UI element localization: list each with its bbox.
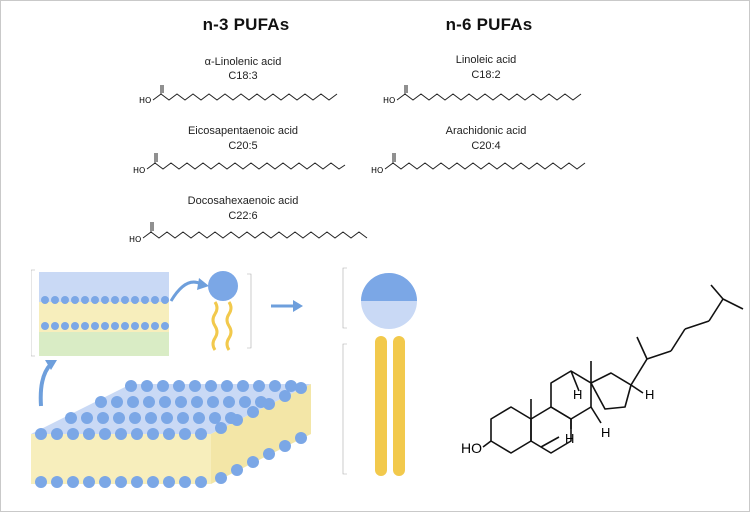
aa-structure: HO	[371, 153, 586, 175]
dha-structure: HO	[129, 222, 368, 244]
phospholipid-detail	[342, 267, 417, 476]
curved-arrow-icon	[38, 362, 53, 407]
cholesterol-h-label-1: H	[573, 387, 582, 402]
la-ho-label: HO	[383, 96, 395, 105]
epa-formula: C20:5	[228, 140, 258, 152]
cholesterol-ho-label: HO	[461, 440, 482, 456]
n3-pufas-heading: n-3 PUFAs	[202, 15, 290, 34]
la-formula: C18:2	[471, 69, 501, 81]
n6-pufas-heading: n-6 PUFAs	[445, 15, 533, 34]
aa-formula: C20:4	[471, 140, 501, 152]
cholesterol-h-label-3: H	[601, 425, 610, 440]
lipid-bilayer-slab	[31, 380, 311, 488]
dha-ho-label: HO	[129, 235, 141, 244]
cholesterol-h-label-4: H	[645, 387, 654, 402]
aa-name: Arachidonic acid	[445, 125, 527, 137]
dha-name: Docosahexaenoic acid	[187, 195, 299, 207]
la-structure: HO	[383, 85, 582, 105]
epa-ho-label: HO	[133, 166, 145, 175]
ala-formula: C18:3	[228, 70, 258, 82]
ala-name: α-Linolenic acid	[204, 56, 282, 68]
membrane-layer-diagram	[31, 269, 169, 357]
ala-structure: HO	[139, 85, 338, 105]
dha-formula: C22:6	[228, 210, 258, 222]
phospholipid-molecule	[208, 271, 252, 351]
epa-structure: HO	[133, 153, 346, 175]
cholesterol-structure: HO H H H H	[461, 284, 744, 456]
membrane-illustration	[31, 267, 417, 488]
epa-name: Eicosapentaenoic acid	[187, 125, 299, 137]
cholesterol-h-label-2: H	[565, 431, 574, 446]
arrow-icon	[169, 280, 202, 302]
aa-ho-label: HO	[371, 166, 383, 175]
la-name: Linoleic acid	[455, 54, 517, 66]
ala-ho-label: HO	[139, 96, 151, 105]
